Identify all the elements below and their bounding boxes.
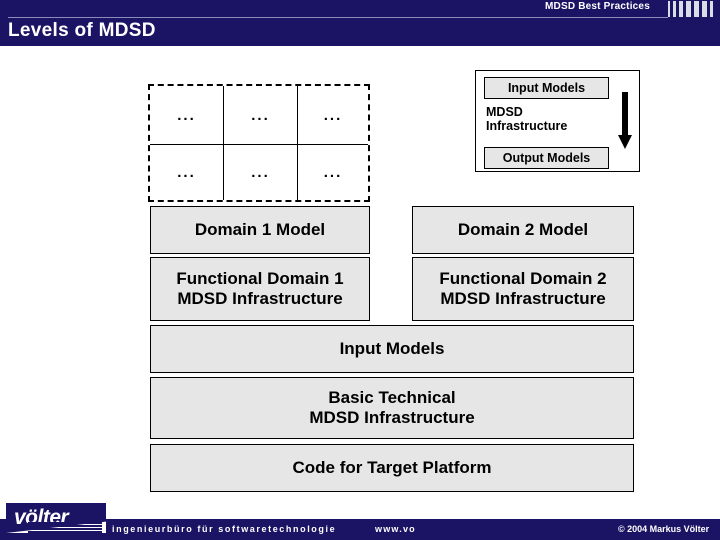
diagram-canvas: Input Models MDSD Infrastructure Output … — [0, 46, 720, 498]
functional-domain-1-line2: MDSD Infrastructure — [177, 289, 343, 308]
placeholder-grid: ... ... ... ... ... ... — [148, 84, 370, 202]
functional-domain-2-line1: Functional Domain 2 — [439, 269, 607, 289]
legend-infra-line1: MDSD — [486, 105, 523, 119]
footer-band — [0, 519, 720, 540]
footer-url[interactable]: www.vo — [375, 524, 416, 534]
basic-technical-line2: MDSD Infrastructure — [309, 408, 475, 427]
box-domain-1-model: Domain 1 Model — [150, 206, 370, 254]
header-kicker: MDSD Best Practices — [545, 1, 650, 12]
voelter-mark-icon — [668, 1, 716, 17]
legend-panel: Input Models MDSD Infrastructure Output … — [475, 70, 640, 172]
footer-tagline: ingenieurbüro für softwaretechnologie — [112, 524, 337, 534]
placeholder-cell: ... — [323, 164, 343, 181]
header-divider — [8, 17, 668, 18]
legend-mdsd-infrastructure: MDSD Infrastructure — [486, 105, 606, 134]
basic-technical-line1: Basic Technical — [328, 388, 456, 408]
box-functional-domain-1: Functional Domain 1 MDSD Infrastructure — [150, 257, 370, 321]
placeholder-cell: ... — [224, 86, 298, 145]
functional-domain-2-line2: MDSD Infrastructure — [440, 289, 606, 308]
voelter-logo: völter — [6, 503, 106, 533]
logo-stripes-icon — [28, 522, 102, 533]
page-title: Levels of MDSD — [8, 20, 156, 41]
placeholder-cell: ... — [224, 145, 298, 200]
header-band — [0, 0, 720, 46]
box-basic-technical-infrastructure: Basic Technical MDSD Infrastructure — [150, 377, 634, 439]
functional-domain-1-line1: Functional Domain 1 — [176, 269, 344, 289]
box-code-for-target-platform: Code for Target Platform — [150, 444, 634, 492]
box-input-models: Input Models — [150, 325, 634, 373]
down-arrow-icon — [618, 92, 632, 150]
footer-copyright: © 2004 Markus Völter — [618, 524, 710, 534]
box-domain-2-model: Domain 2 Model — [412, 206, 634, 254]
box-functional-domain-2: Functional Domain 2 MDSD Infrastructure — [412, 257, 634, 321]
placeholder-cell: ... — [298, 86, 368, 145]
legend-input-models: Input Models — [484, 77, 609, 99]
legend-output-models: Output Models — [484, 147, 609, 169]
placeholder-cell: ... — [150, 145, 224, 200]
placeholder-cell: ... — [150, 86, 224, 145]
legend-infra-line2: Infrastructure — [486, 119, 568, 134]
